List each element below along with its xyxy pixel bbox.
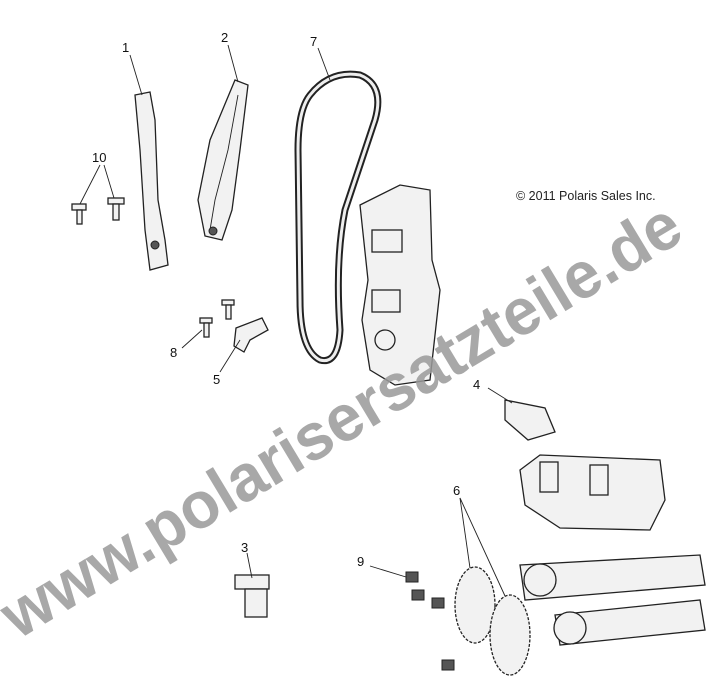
leader-lines [79, 44, 513, 597]
chain-guide [134, 91, 169, 271]
callout-4: 4 [473, 377, 480, 392]
callout-9: 9 [357, 554, 364, 569]
callout-2: 2 [221, 30, 228, 45]
callout-7: 7 [310, 34, 317, 49]
callout-1: 1 [122, 40, 129, 55]
callout-3: 3 [241, 540, 248, 555]
callout-6: 6 [453, 483, 460, 498]
tensioner-blade [197, 79, 249, 241]
callout-10: 10 [92, 150, 106, 165]
camshafts [519, 554, 706, 646]
callout-8: 8 [170, 345, 177, 360]
sprocket-bolts [405, 571, 455, 671]
cam-sprockets [454, 566, 531, 676]
callout-5: 5 [213, 372, 220, 387]
guide-bolts [71, 197, 125, 225]
engine-block [359, 184, 441, 386]
bracket-and-screws [199, 299, 269, 353]
upper-guide [504, 399, 556, 441]
cam-chain [294, 70, 382, 365]
chain-tensioner [234, 574, 270, 618]
rocker-assembly [519, 454, 666, 531]
copyright-text: © 2011 Polaris Sales Inc. [516, 189, 656, 203]
